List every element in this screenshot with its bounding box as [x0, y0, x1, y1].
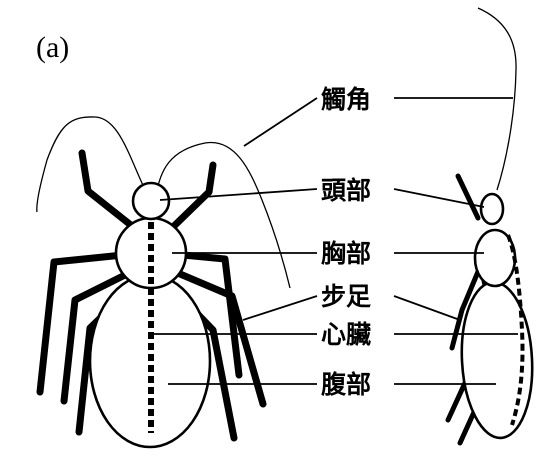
label-head: 頭部 [321, 176, 371, 205]
side-leg-1 [458, 176, 478, 218]
label-antenna: 觸角 [321, 85, 371, 114]
front-view-insect [37, 117, 290, 447]
label-legs: 步足 [321, 282, 371, 311]
label-abdomen: 腹部 [321, 370, 371, 399]
figure-tag: (a) [36, 31, 69, 64]
side-view-insect [448, 8, 536, 443]
front-head [133, 183, 169, 219]
legs-leader-left [243, 296, 317, 320]
label-thorax: 胸部 [321, 239, 371, 268]
head-leader-left [160, 189, 317, 200]
labels: 觸角 頭部 胸部 步足 心臟 腹部 [321, 85, 371, 399]
legs-leader-right [394, 296, 460, 320]
front-leg-right-1 [174, 165, 213, 226]
label-heart: 心臟 [321, 320, 371, 349]
side-antenna [478, 8, 516, 190]
antenna-leader-left [244, 98, 317, 146]
front-leg-left-1 [82, 153, 132, 226]
side-head [481, 194, 503, 224]
